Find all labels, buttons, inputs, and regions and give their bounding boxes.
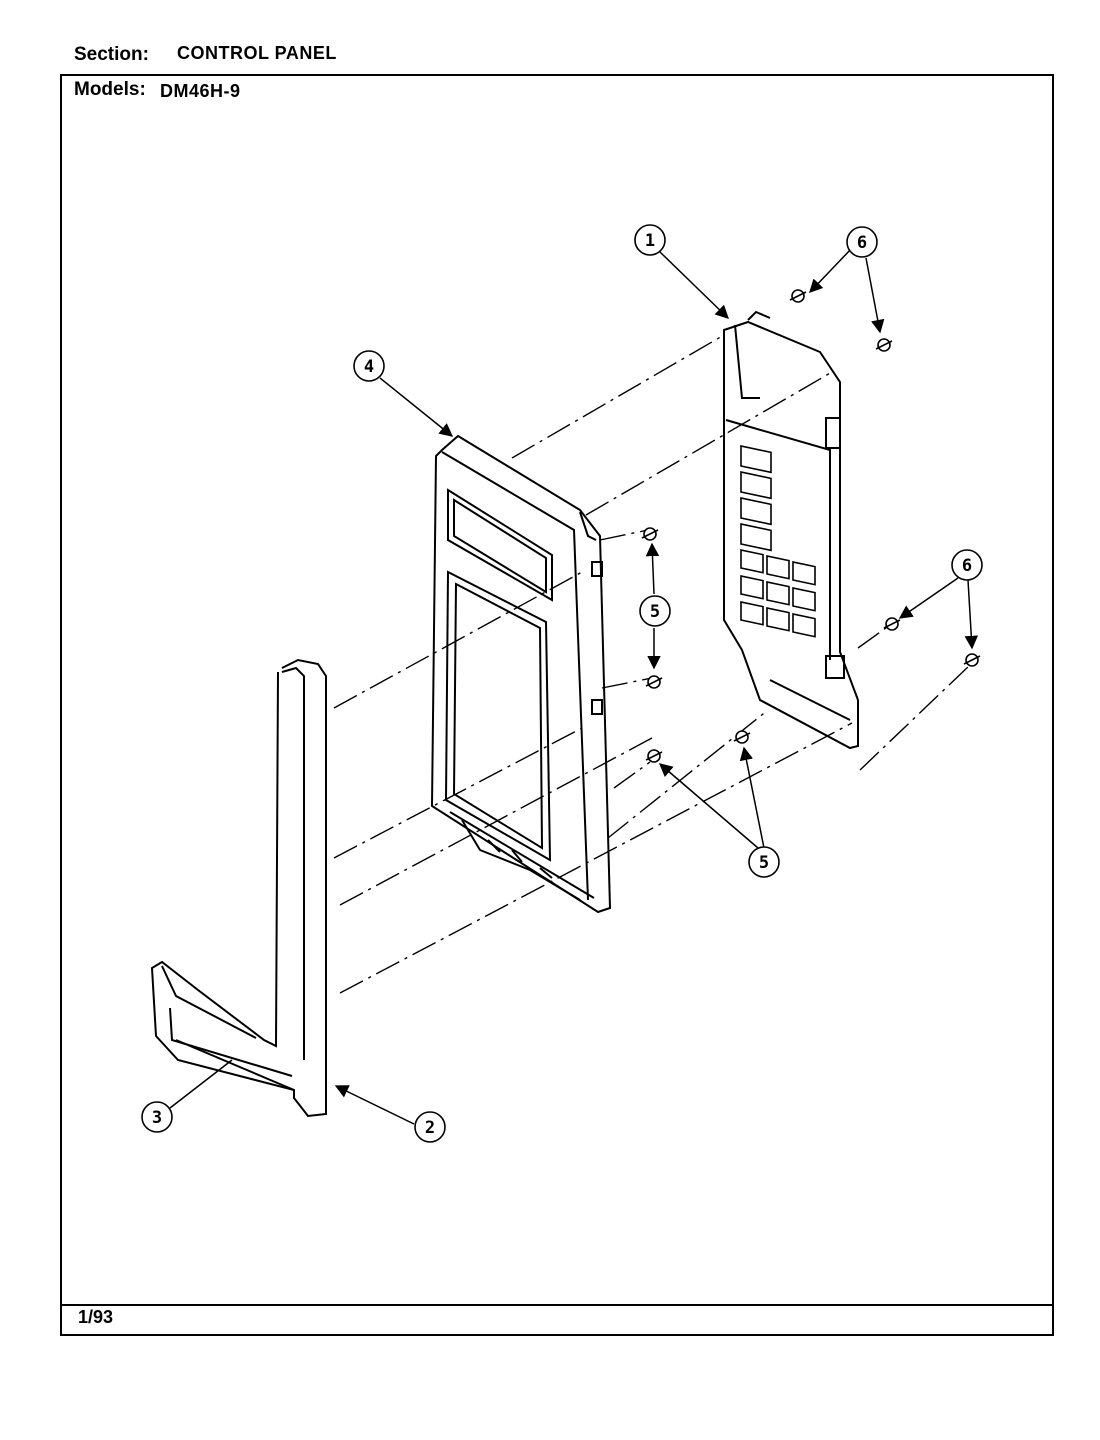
section-label: Section:	[74, 44, 149, 65]
screw-6-top-right	[875, 338, 893, 352]
callout-6-right: 6	[951, 549, 983, 581]
svg-text:5: 5	[759, 853, 769, 873]
callout-1: 1	[634, 224, 666, 256]
callout-4: 4	[353, 350, 385, 382]
callout-2: 2	[414, 1111, 446, 1143]
callout-3: 3	[141, 1101, 173, 1133]
screws	[641, 289, 981, 763]
screw-6-right-lower	[963, 653, 981, 667]
diagram-frame	[60, 74, 1054, 1336]
models-label: Models:	[74, 79, 146, 100]
screw-5-lower-right	[733, 730, 751, 744]
callouts: 1 6 4 5 6 5 3 2	[141, 224, 983, 1143]
screw-6-top-left	[789, 289, 807, 303]
footer-date: 1/93	[78, 1307, 114, 1327]
part-trim-strip	[150, 658, 327, 1118]
svg-text:2: 2	[425, 1118, 435, 1138]
svg-text:6: 6	[962, 556, 972, 576]
section-title: CONTROL PANEL	[177, 43, 337, 63]
part-control-panel-frame	[430, 434, 612, 914]
screw-6-right-upper	[883, 617, 901, 631]
callout-5-lower: 5	[748, 846, 780, 878]
footer-divider	[60, 1304, 1054, 1306]
assembly-lines	[333, 334, 971, 994]
callout-5-upper: 5	[639, 595, 671, 627]
callout-leaders	[169, 247, 979, 1125]
part-control-keypad	[740, 445, 816, 638]
screw-5-mid	[645, 675, 663, 689]
svg-text:5: 5	[650, 602, 660, 622]
screw-5-lower-left	[645, 749, 663, 763]
part-control-bracket	[723, 310, 859, 750]
svg-text:4: 4	[364, 357, 374, 377]
callout-6-top: 6	[846, 226, 878, 258]
svg-text:6: 6	[857, 233, 867, 253]
screw-5-upper	[641, 527, 659, 541]
svg-text:3: 3	[152, 1108, 162, 1128]
svg-text:1: 1	[645, 231, 655, 251]
model-number: DM46H-9	[160, 81, 241, 101]
